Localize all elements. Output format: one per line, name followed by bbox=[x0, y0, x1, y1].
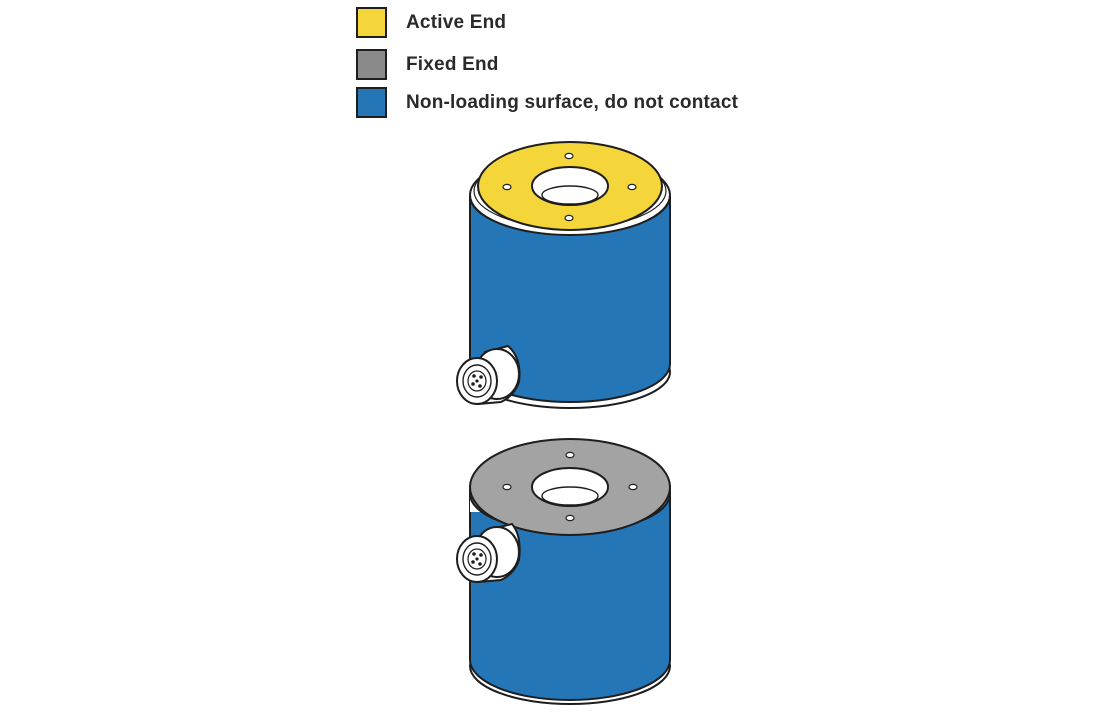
top-mounting-hole-left bbox=[502, 183, 512, 191]
bottom-load-cell bbox=[456, 438, 671, 705]
legend-label-non-loading: Non-loading surface, do not contact bbox=[406, 92, 739, 113]
connector-icon bbox=[456, 344, 521, 406]
bottom-mounting-hole-back bbox=[565, 451, 575, 459]
top-mounting-hole-right bbox=[627, 183, 637, 191]
legend-label-active-end: Active End bbox=[406, 12, 507, 33]
top-bore-inner-ring bbox=[541, 185, 599, 205]
bottom-mounting-hole-left bbox=[502, 483, 512, 491]
legend-swatch-active-end bbox=[356, 7, 387, 38]
legend-swatch-fixed-end bbox=[356, 49, 387, 80]
top-mounting-hole-back bbox=[564, 152, 574, 160]
top-mounting-hole-front bbox=[564, 214, 574, 222]
bottom-mounting-hole-right bbox=[628, 483, 638, 491]
legend-swatch-non-loading bbox=[356, 87, 387, 118]
connector-icon bbox=[456, 522, 521, 584]
top-load-cell bbox=[456, 141, 671, 409]
bottom-mounting-hole-front bbox=[565, 514, 575, 522]
legend-label-fixed-end: Fixed End bbox=[406, 54, 499, 75]
bottom-bore-inner-ring bbox=[541, 486, 599, 506]
